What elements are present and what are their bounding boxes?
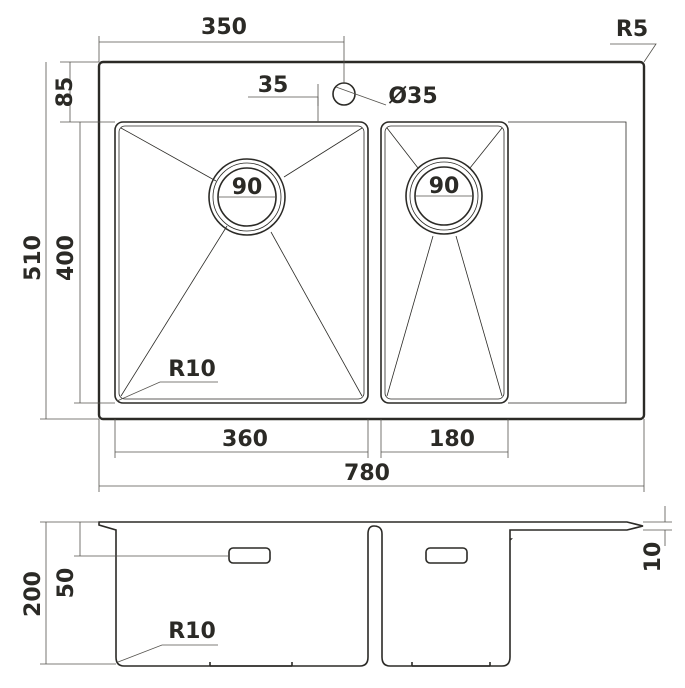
dim-350: 350 <box>201 15 247 40</box>
right-overflow-slot <box>425 547 468 564</box>
left-bowl <box>114 121 369 404</box>
dim-180: 180 <box>429 427 475 452</box>
left-bowl-slopes <box>120 127 363 397</box>
dim-400: 400 <box>54 235 79 281</box>
section-view <box>98 521 644 667</box>
right-bowl <box>380 121 509 404</box>
dim-drain-right: 90 <box>429 174 460 199</box>
left-overflow-slot <box>228 547 271 564</box>
dim-r10-top: R10 <box>168 357 216 382</box>
right-bowl-inner <box>384 125 505 400</box>
dim-r10-section: R10 <box>168 619 216 644</box>
dim-780: 780 <box>344 461 390 486</box>
drainboard-outline <box>508 121 627 404</box>
dim-10: 10 <box>641 542 666 573</box>
dim-360: 360 <box>222 427 268 452</box>
section-outline <box>98 521 644 667</box>
dim-35: 35 <box>258 73 289 98</box>
dim-drain-left: 90 <box>232 175 263 200</box>
section-dimensions <box>40 506 672 665</box>
dim-hole-diameter: Ø35 <box>388 84 437 109</box>
dim-85: 85 <box>53 77 78 108</box>
faucet-hole <box>332 82 356 106</box>
sink-outline <box>97 60 646 421</box>
dim-200: 200 <box>21 571 46 617</box>
dim-510: 510 <box>21 235 46 281</box>
top-dimensions <box>40 36 657 492</box>
right-bowl-slopes <box>386 127 503 397</box>
dim-50: 50 <box>54 568 79 599</box>
dim-r5: R5 <box>616 17 648 42</box>
left-bowl-inner <box>118 125 365 400</box>
labels: 350 R5 35 Ø35 85 510 400 90 90 R10 360 1… <box>21 15 666 644</box>
